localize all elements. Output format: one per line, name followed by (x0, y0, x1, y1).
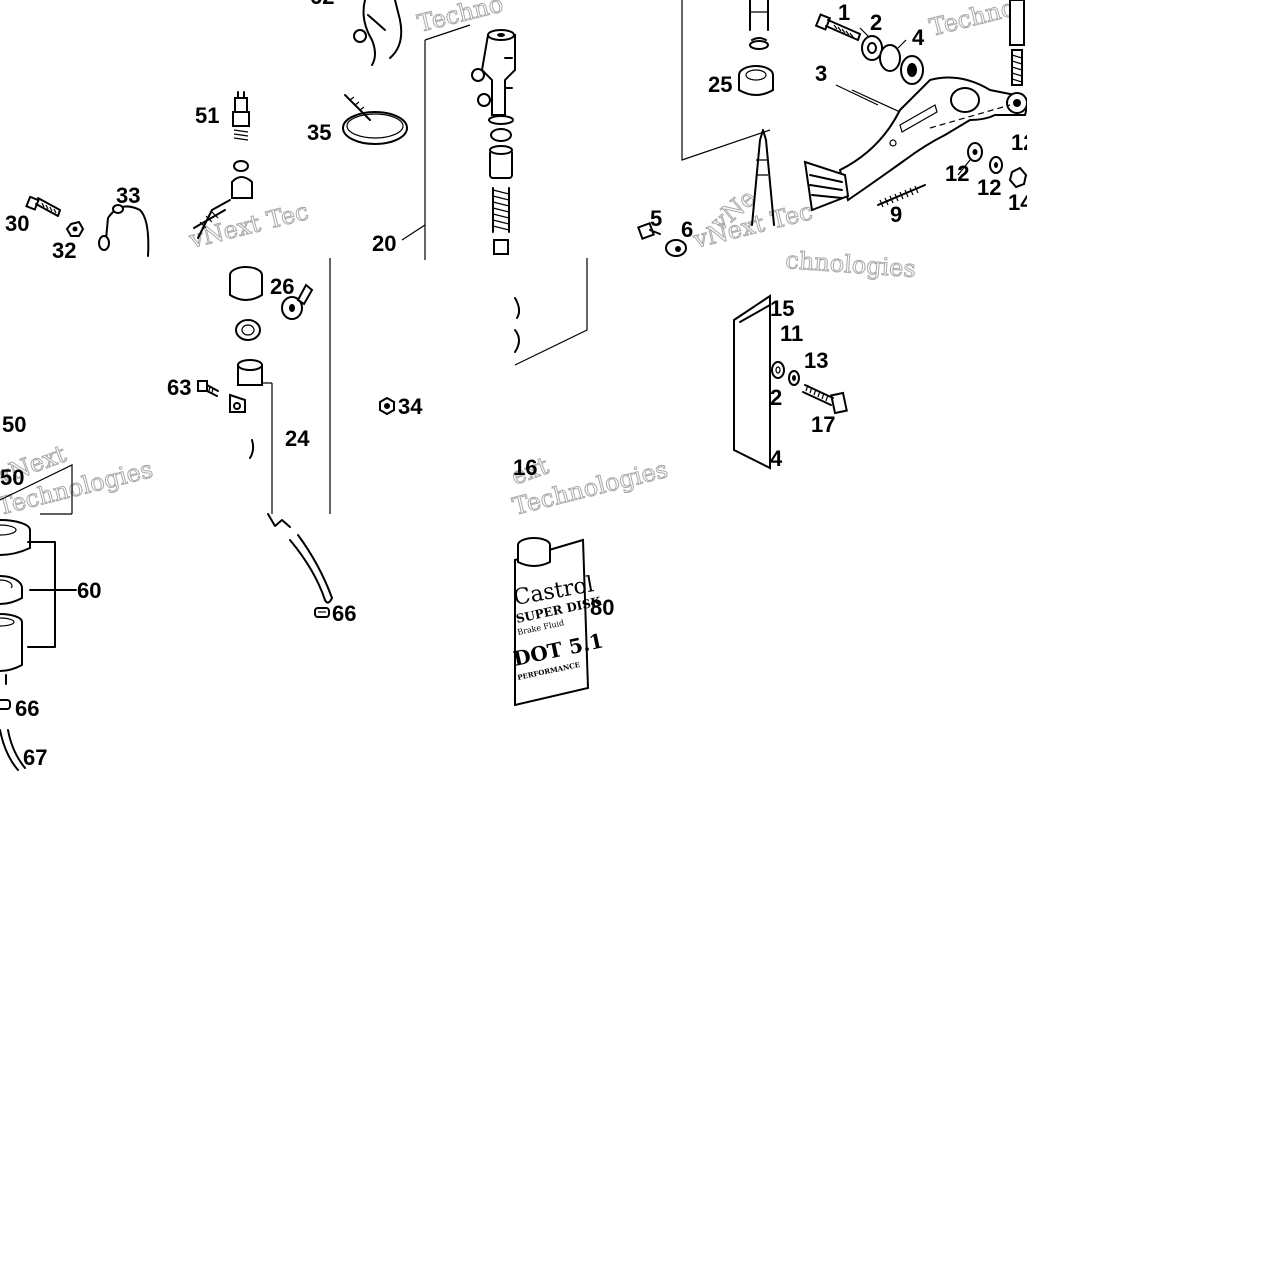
part-label: 62 (310, 0, 334, 9)
part-number-labels: 62 1 2 4 3 12 12 12 14 9 25 5 6 51 35 20… (0, 0, 1035, 770)
banjo-fitting (281, 283, 314, 320)
part-label: 20 (372, 231, 396, 256)
mounting-bracket (353, 0, 403, 66)
part-label: 2 (770, 385, 782, 410)
part-label: 6 (681, 217, 693, 242)
panel-frames (0, 0, 771, 515)
part-label: 34 (398, 394, 423, 419)
part-label: 25 (708, 72, 732, 97)
watermarks: Techno Techno vNext Tec vNext Tec chnolo… (0, 0, 1019, 521)
part-label: 2 (870, 10, 882, 35)
brake-pedal-arm (838, 76, 1028, 202)
part-label: 1 (838, 0, 850, 25)
watermark-text: Techno (927, 0, 1018, 42)
switch-bracket (733, 294, 848, 470)
push-rod (1009, 0, 1025, 46)
bearing-part (879, 44, 901, 72)
part-label: 33 (116, 183, 140, 208)
part-label: 5 (650, 206, 662, 231)
bolt-nut-clip (25, 195, 150, 257)
part-label: 30 (5, 211, 29, 236)
brake-fluid-container: Castrol SUPER DISK Brake Fluid DOT 5.1 P… (511, 537, 605, 707)
reservoir-top (229, 266, 263, 459)
piston-cup (738, 0, 775, 226)
part-label: 12 (977, 175, 1001, 200)
part-label: 26 (270, 274, 294, 299)
part-label: 3 (815, 61, 827, 86)
part-label: 60 (77, 578, 101, 603)
part-label: 50 (2, 412, 26, 437)
part-label: 63 (167, 375, 191, 400)
pin-and-washer (637, 222, 687, 257)
part-label: 15 (770, 296, 794, 321)
part-label: 24 (285, 426, 310, 451)
part-label: 32 (52, 238, 76, 263)
part-label: 13 (804, 348, 828, 373)
watermark-text: chnologies (785, 246, 917, 283)
brake-hose (267, 513, 333, 618)
part-label: 4 (912, 25, 925, 50)
fluid-reservoir (0, 519, 77, 771)
part-label: 9 (890, 202, 902, 227)
cable-tie (342, 94, 408, 145)
part-label: 4 (770, 446, 783, 471)
part-label: 51 (195, 103, 219, 128)
part-label: 17 (811, 412, 835, 437)
leader-lines (401, 27, 971, 241)
master-cylinder (471, 29, 521, 353)
screw-63 (197, 380, 219, 397)
part-label: 11 (780, 321, 803, 346)
pressure-switch (193, 91, 253, 239)
nut-34 (379, 396, 395, 416)
part-label: 35 (307, 120, 331, 145)
bolt-part (814, 13, 861, 41)
brake-pedal-assembly (803, 0, 1028, 212)
part-label: 67 (23, 745, 47, 770)
part-label: 66 (15, 696, 39, 721)
part-label: 16 (513, 455, 537, 480)
part-label: 66 (332, 601, 356, 626)
part-label: 80 (590, 595, 614, 620)
nut-part (1008, 166, 1028, 189)
part-label: 50 (0, 465, 24, 490)
